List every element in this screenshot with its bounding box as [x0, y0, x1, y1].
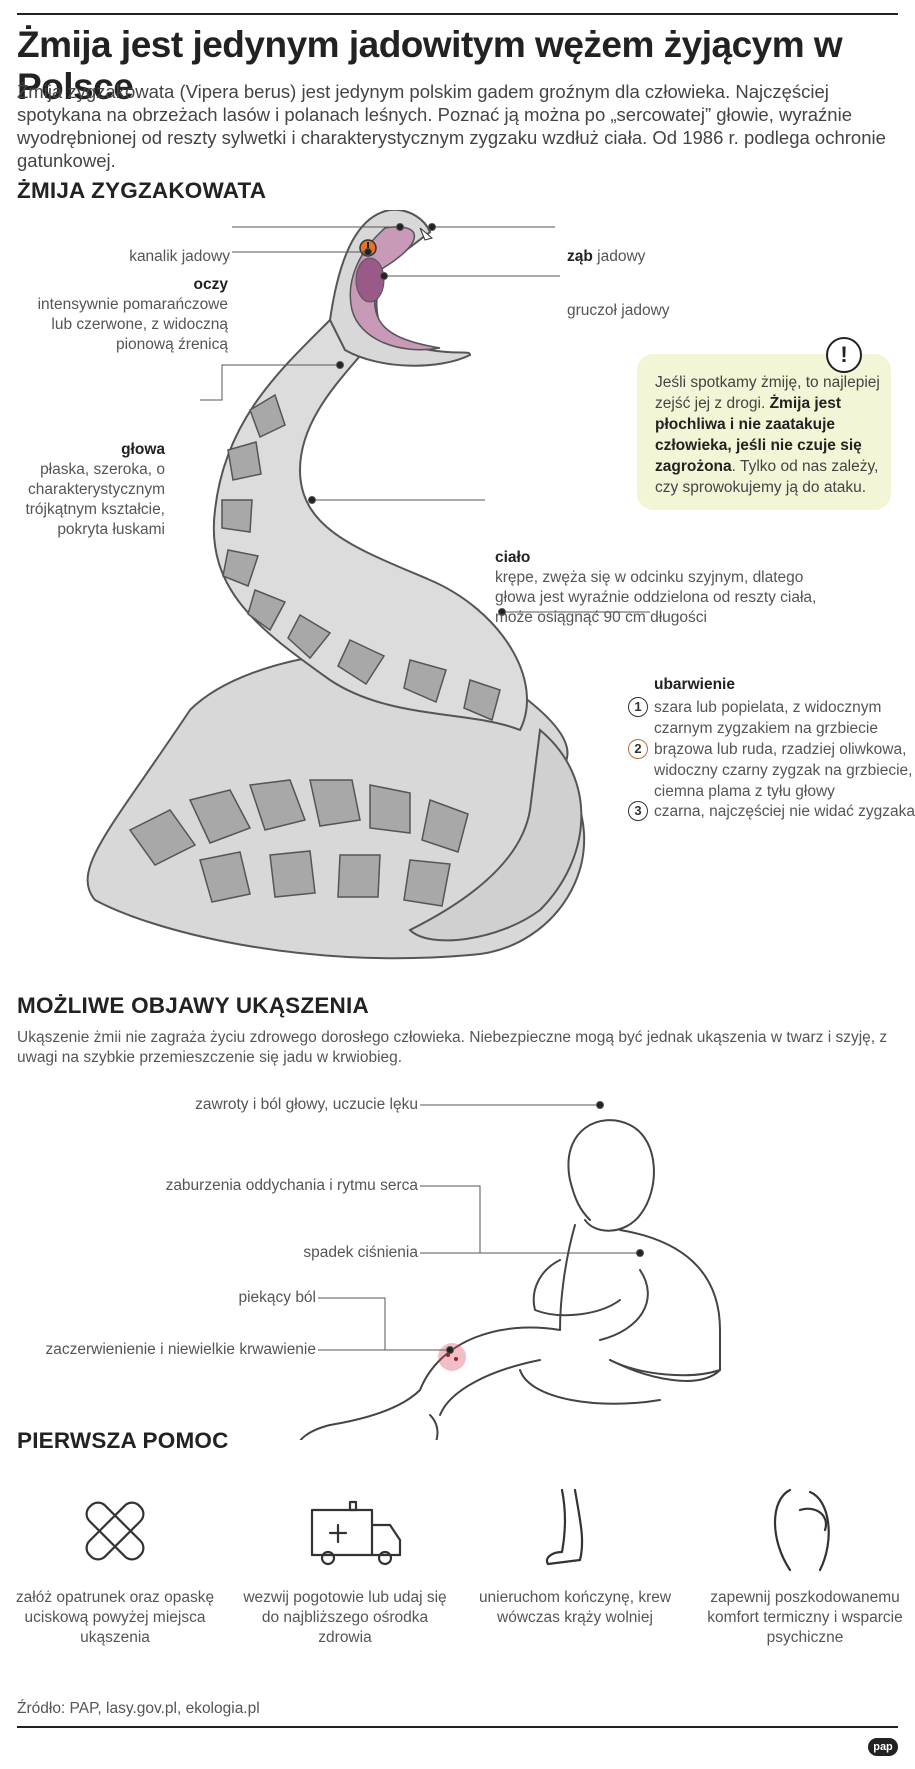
coloration-number-1: 1 [628, 697, 648, 717]
label-eyes-desc: intensywnie pomarańczowe lub czerwone, z… [37, 296, 228, 353]
aid-item-immobilize: unieruchom kończynę, krew wówczas krąży … [478, 1589, 672, 1626]
coloration-number-3: 3 [628, 801, 648, 821]
ambulance-icon [310, 1500, 402, 1566]
person-torso [609, 1229, 721, 1377]
warning-callout [637, 354, 891, 510]
symptom-2: zaburzenia oddychania i rytmu serca [165, 1177, 418, 1194]
comfort-icon [773, 1488, 830, 1572]
symptom-1: zawroty i ból głowy, uczucie lęku [195, 1096, 418, 1113]
label-eyes: oczy intensywnie pomarańczowe lub czerwo… [20, 275, 228, 355]
coloration-text-2: brązowa lub ruda, rzadziej oliwkowa, wid… [654, 741, 913, 800]
snake-body [212, 318, 528, 732]
aid-item-ambulance: wezwij pogotowie lub udaj się do najbliż… [243, 1589, 447, 1646]
snake-fang [419, 227, 434, 241]
aid-item-comfort: zapewnij poszkodowanemu komfort termiczn… [707, 1589, 903, 1646]
callout-text-2: . Tylko od nas zależy, czy sprowokujemy … [655, 458, 879, 496]
person-shoe [299, 1414, 439, 1440]
exclamation-icon: ! [826, 337, 862, 373]
section-title-aid: PIERWSZA POMOC [17, 1428, 229, 1453]
callout-text: Jeśli spotkamy żmiję, to najlepiej zejść… [655, 372, 885, 498]
coloration-item-3: 3 czarna, najczęściej nie widać zygzaka [628, 801, 915, 823]
label-head-desc: płaska, szeroka, o charakterystycznym tr… [25, 461, 165, 538]
label-venom-gland: gruczoł jadowy [567, 302, 670, 319]
label-body-desc: krępe, zwęża się w odcinku szyjnym, dlat… [495, 569, 817, 626]
symptom-4: piekący ból [238, 1289, 316, 1306]
callout-text-1: Jeśli spotkamy żmiję, to najlepiej zejść… [655, 374, 880, 412]
label-body: ciało krępe, zwęża się w odcinku szyjnym… [495, 548, 825, 628]
coloration-text-3: czarna, najczęściej nie widać zygzaka [654, 803, 915, 820]
coloration-text-1: szara lub popielata, z widocznym czarnym… [654, 699, 882, 737]
section-title-snake: ŻMIJA ZYGZAKOWATA [17, 178, 267, 203]
label-eyes-title: oczy [193, 276, 228, 293]
bandage-icon [85, 1501, 145, 1561]
label-head-title: głowa [121, 441, 165, 458]
label-venom-canal: kanalik jadowy [129, 248, 230, 265]
snake-tail [408, 728, 583, 942]
aid-icons [85, 1488, 830, 1572]
person-head [567, 1119, 655, 1232]
label-coloration-title: ubarwienie [654, 676, 735, 693]
zigzag-pattern [128, 393, 501, 907]
person-leg [329, 1326, 561, 1426]
snake-illustration [86, 210, 650, 960]
coloration-number-2: 2 [628, 739, 648, 759]
page-title: Żmija jest jedynym jadowitym wężem żyjąc… [17, 24, 843, 107]
snake-mouth [349, 226, 441, 351]
symptoms-lead: Ukąszenie żmii nie zagraża życiu zdroweg… [17, 1029, 888, 1066]
aid-item-bandage: załóż opatrunek oraz opaskę uciskową pow… [15, 1589, 215, 1646]
section-title-symptoms: MOŻLIWE OBJAWY UKĄSZENIA [17, 993, 369, 1018]
bottom-rule [17, 1726, 898, 1728]
coloration-item-1: 1 szara lub popielata, z widocznym czarn… [628, 697, 915, 739]
person-illustration [299, 1101, 721, 1440]
top-rule [17, 13, 898, 15]
label-fang-rest: jadowy [592, 248, 646, 265]
label-fang: ząb jadowy [567, 247, 645, 267]
lead-paragraph: Żmija zygzakowata (Vipera berus) jest je… [17, 81, 886, 171]
symptom-3: spadek ciśnienia [303, 1244, 418, 1261]
venom-gland-shape [355, 257, 385, 303]
leg-icon [545, 1488, 584, 1566]
label-head: głowa płaska, szeroka, o charakterystycz… [10, 440, 165, 540]
source-note: Źródło: PAP, lasy.gov.pl, ekologia.pl [17, 1700, 260, 1717]
label-fang-bold: ząb [567, 248, 593, 265]
callout-text-bold: Żmija jest płochliwa i nie zaatakuje czł… [655, 395, 862, 475]
pap-logo: pap [868, 1738, 898, 1756]
label-body-title: ciało [495, 549, 531, 566]
coloration-item-2: 2 brązowa lub ruda, rzadziej oliwkowa, w… [628, 739, 915, 801]
symptom-5: zaczerwienienie i niewielkie krwawienie [45, 1341, 316, 1358]
